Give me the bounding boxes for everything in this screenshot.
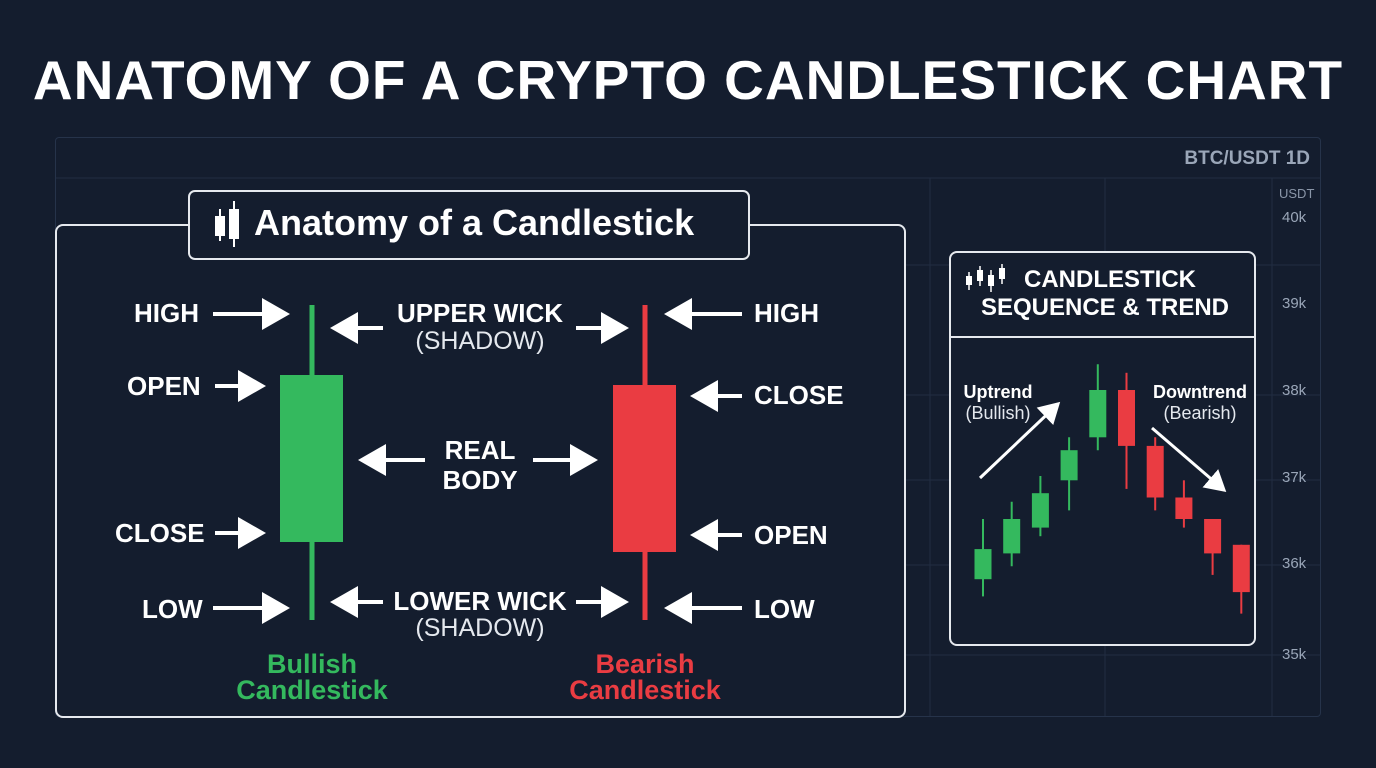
trading-pair-label: BTC/USDT 1D	[1184, 148, 1310, 169]
downtrend-arrow	[1151, 426, 1227, 492]
uptrend-text: Uptrend	[963, 382, 1033, 402]
sequence-candle-body	[1060, 450, 1078, 481]
uptrend-arrow	[978, 401, 1061, 480]
anatomy-title: Anatomy of a Candlestick	[254, 202, 695, 243]
label-open-bullish: OPEN	[127, 371, 201, 401]
label-low-bullish: LOW	[142, 594, 203, 624]
sequence-candle-body	[1003, 519, 1021, 554]
sequence-candle-body	[974, 549, 992, 580]
downtrend-text: Downtrend	[1153, 382, 1247, 402]
sequence-candle-body	[1175, 497, 1193, 519]
sequence-candle-body	[1204, 519, 1222, 554]
label-high-bearish: HIGH	[754, 298, 819, 328]
label-upper-wick-shadow: (SHADOW)	[415, 327, 545, 355]
sequence-title-line1: CANDLESTICK	[1024, 266, 1196, 293]
label-high-bullish: HIGH	[134, 298, 199, 328]
downtrend-sub: (Bearish)	[1163, 403, 1237, 423]
sequence-candle-body	[1031, 493, 1049, 528]
sequence-title-line2: SEQUENCE & TREND	[980, 294, 1230, 321]
candlestick-icon	[215, 201, 239, 247]
sequence-title: CANDLESTICK	[1005, 266, 1215, 294]
sequence-candle-body	[1118, 390, 1135, 446]
label-body: BODY	[442, 465, 518, 495]
price-tick: 35k	[1282, 646, 1307, 663]
price-tick: 39k	[1282, 295, 1307, 312]
caption-bullish: Bullish Candlestick	[212, 649, 412, 705]
caption-bullish-line2: Candlestick	[236, 675, 388, 705]
caption-bearish: Bearish Candlestick	[545, 649, 745, 705]
label-lower-wick-shadow: (SHADOW)	[415, 614, 545, 642]
label-open-bearish: OPEN	[754, 520, 828, 550]
label-real: REAL	[444, 435, 516, 465]
caption-bearish-line2: Candlestick	[569, 675, 721, 705]
price-unit-label: USDT	[1279, 186, 1315, 201]
sequence-candle-body	[1232, 544, 1250, 593]
sequence-candle-body	[1089, 390, 1107, 438]
sequence-candle-body	[1146, 445, 1164, 498]
downtrend-label: Downtrend (Bearish)	[1148, 382, 1252, 424]
bullish-body	[280, 375, 343, 542]
sequence-panel	[949, 251, 1256, 646]
sequence-divider	[951, 336, 1254, 338]
price-tick: 37k	[1282, 469, 1307, 486]
uptrend-sub: (Bullish)	[965, 403, 1031, 423]
label-close-bearish: CLOSE	[754, 380, 844, 410]
page-title: ANATOMY OF A CRYPTO CANDLESTICK CHART	[32, 49, 1344, 111]
label-upper-wick: UPPER WICK	[396, 298, 564, 328]
caption-bearish-line1: Bearish	[595, 649, 695, 679]
price-tick: 38k	[1282, 382, 1307, 399]
caption-bullish-line1: Bullish	[266, 649, 357, 679]
anatomy-panel	[55, 224, 906, 718]
uptrend-label: Uptrend (Bullish)	[952, 382, 1044, 424]
label-lower-wick: LOWER WICK	[393, 586, 567, 616]
price-tick: 36k	[1282, 555, 1307, 572]
anatomy-title-box	[188, 190, 750, 260]
price-tick: 40k	[1282, 209, 1307, 226]
label-close-bullish: CLOSE	[115, 518, 205, 548]
label-low-bearish: LOW	[754, 594, 815, 624]
bearish-body	[613, 385, 676, 552]
candlestick-group-icon	[966, 264, 1005, 292]
